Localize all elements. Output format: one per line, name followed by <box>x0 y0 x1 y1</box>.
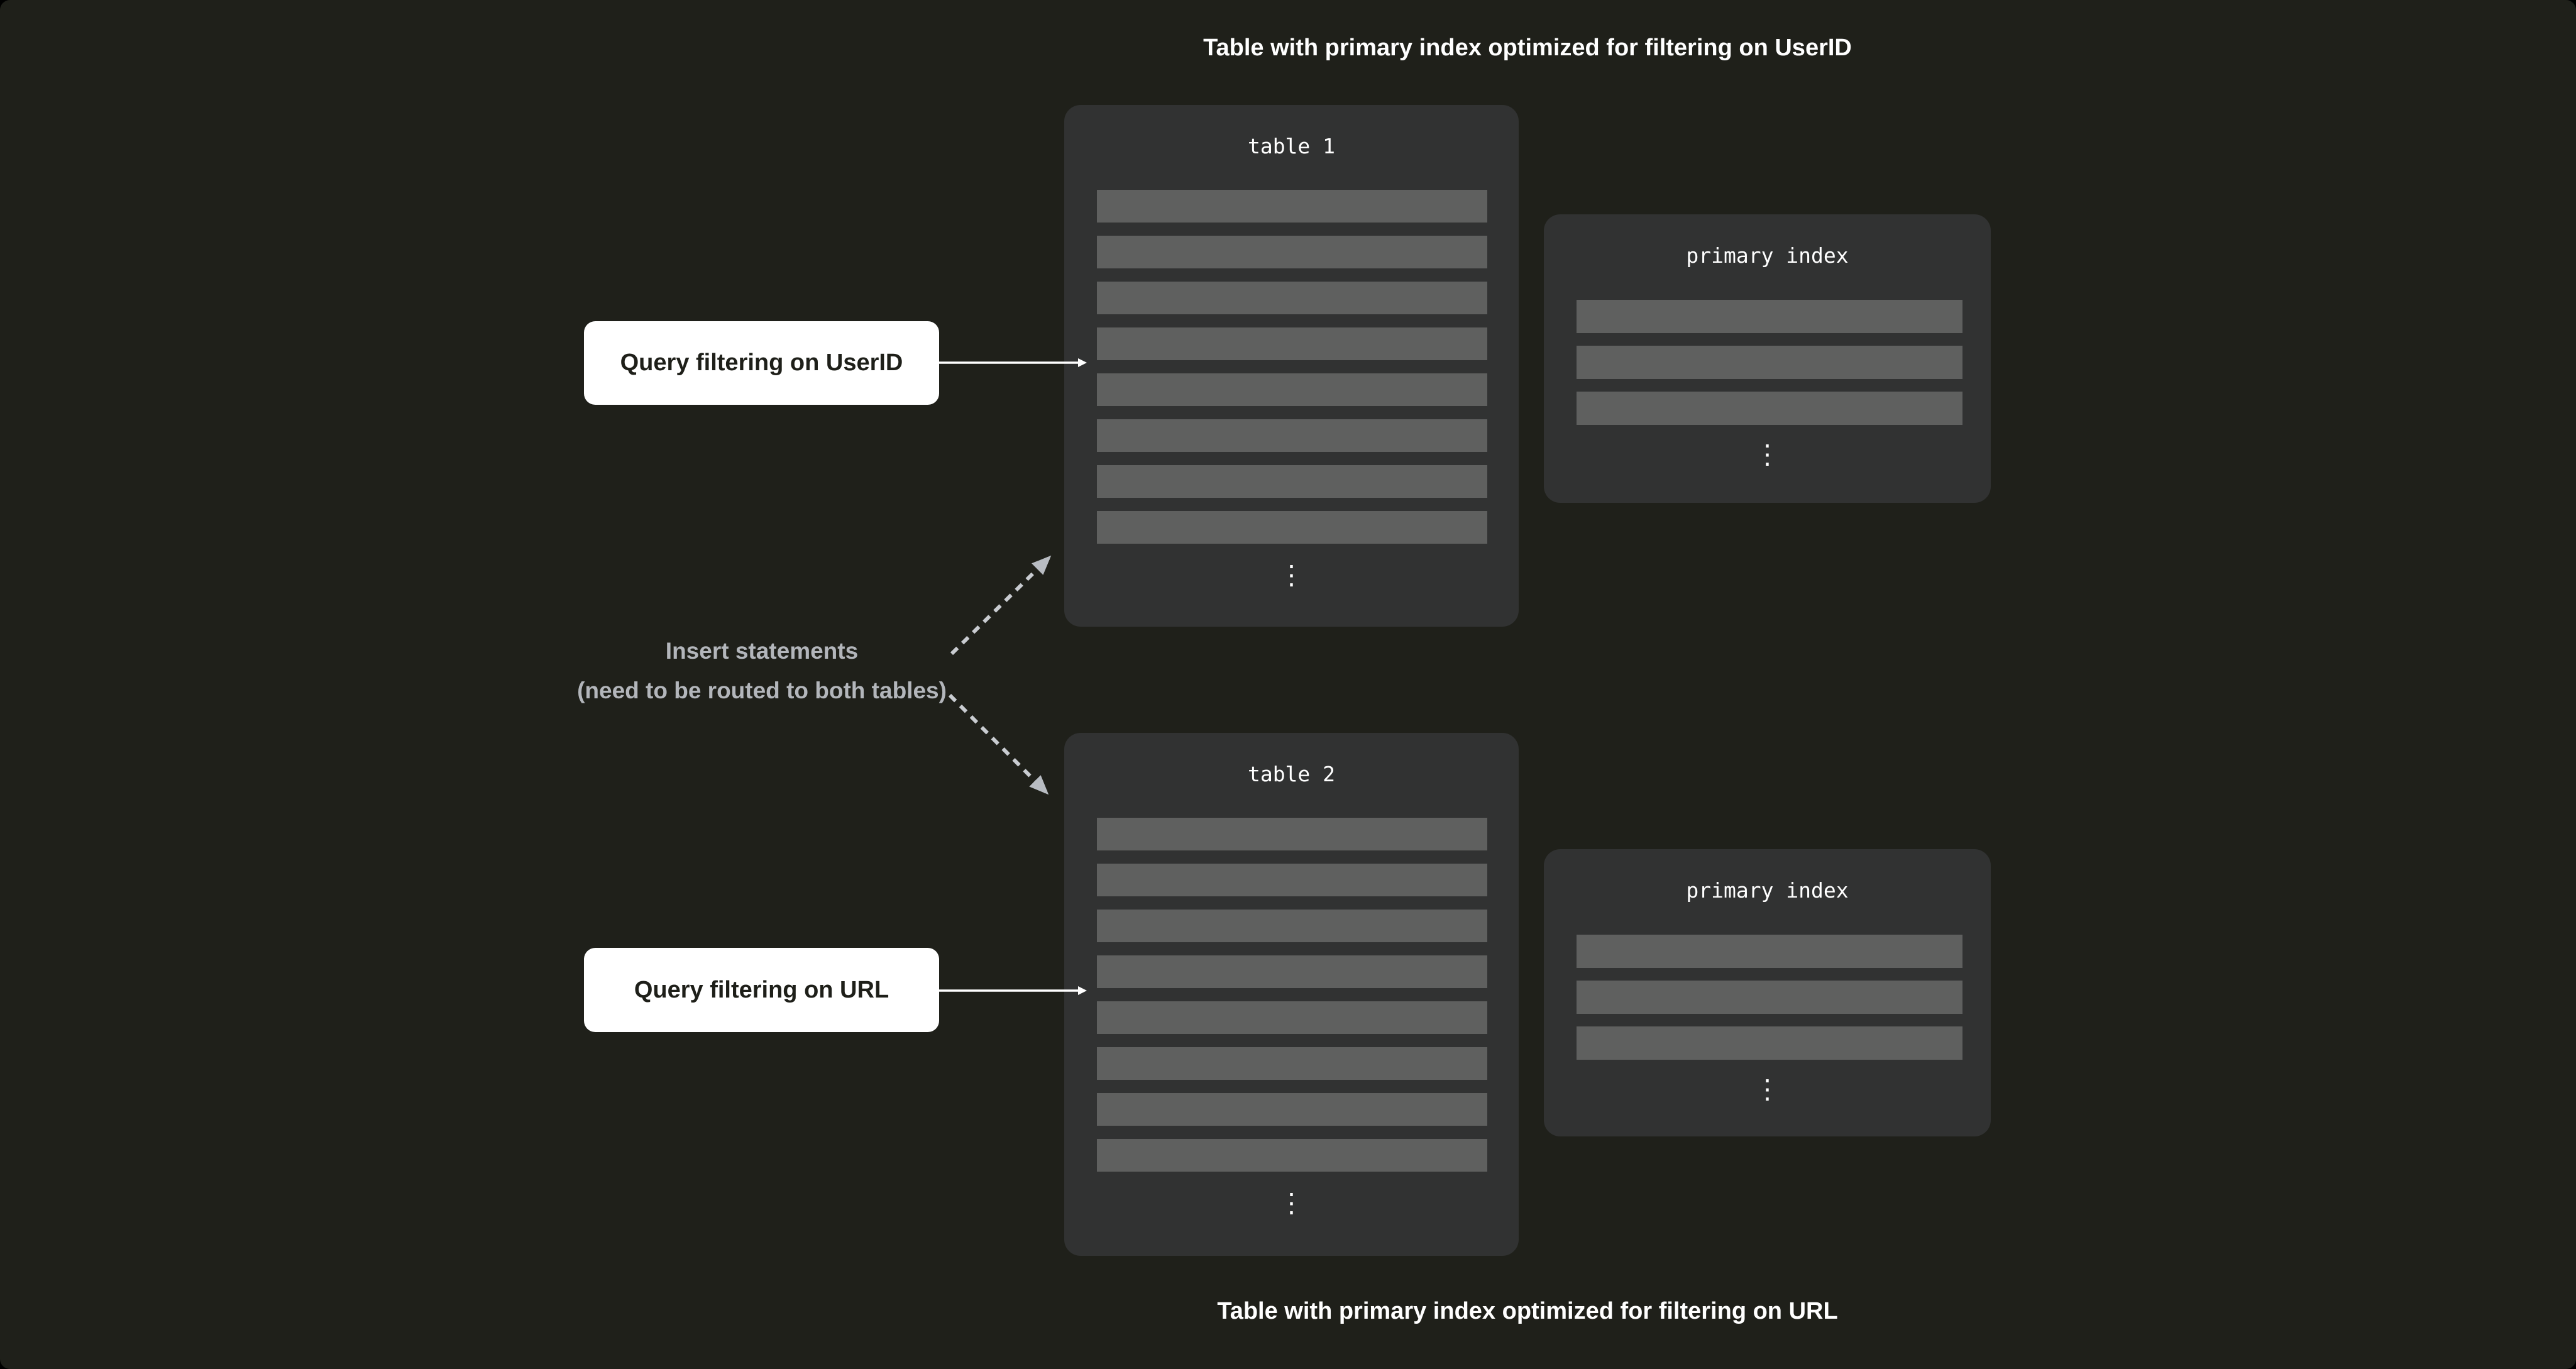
table-1-card-row-placeholder <box>1097 511 1487 544</box>
primary-index-1-card-title: primary index <box>1686 243 1849 268</box>
primary-index-2-card-row-placeholder <box>1577 981 1962 1014</box>
insert-arrow-to-table2-icon <box>948 693 1049 795</box>
table-2-card-more-rows-ellipsis-icon: ⋮ <box>1278 1187 1305 1218</box>
table-1-card-row-placeholder <box>1097 465 1487 498</box>
primary-index-2-card-row-placeholder <box>1577 935 1962 968</box>
query-userid-label: Query filtering on UserID <box>584 321 939 405</box>
table-1-card: table 1 ⋮ <box>1064 105 1519 627</box>
table-2-card-row-placeholder <box>1097 910 1487 942</box>
insert-arrow-to-table1-icon <box>950 555 1052 656</box>
table-1-card-more-rows-ellipsis-icon: ⋮ <box>1278 559 1305 590</box>
primary-index-2-card: primary index ⋮ <box>1544 849 1991 1136</box>
primary-index-1-card-more-rows-ellipsis-icon: ⋮ <box>1754 439 1781 470</box>
table-2-card-row-placeholder <box>1097 1001 1487 1034</box>
table-2-card-row-placeholder <box>1097 1093 1487 1126</box>
table-2-card-row-placeholder <box>1097 1139 1487 1172</box>
primary-index-2-card-more-rows-ellipsis-icon: ⋮ <box>1754 1074 1781 1104</box>
bottom-caption: Table with primary index optimized for f… <box>1217 1298 1838 1324</box>
table-2-card-row-placeholder <box>1097 1047 1487 1080</box>
table-1-card-row-placeholder <box>1097 327 1487 360</box>
primary-index-1-card-row-placeholder <box>1577 392 1962 425</box>
table-2-card-row-placeholder <box>1097 955 1487 988</box>
table-1-card-title: table 1 <box>1247 134 1336 158</box>
primary-index-1-card-row-placeholder <box>1577 300 1962 333</box>
query-userid-arrow-icon <box>939 358 1087 367</box>
table-1-card-row-placeholder <box>1097 190 1487 223</box>
table-2-card-row-placeholder <box>1097 864 1487 896</box>
table-1-card-row-placeholder <box>1097 282 1487 314</box>
query-url-arrow-icon <box>939 986 1087 995</box>
top-caption: Table with primary index optimized for f… <box>1203 35 1852 61</box>
table-1-card-row-placeholder <box>1097 419 1487 452</box>
table-2-card-title: table 2 <box>1247 762 1336 786</box>
table-1-card-row-placeholder <box>1097 236 1487 268</box>
table-1-card-row-placeholder <box>1097 373 1487 406</box>
insert-note: Insert statements (need to be routed to … <box>542 631 982 710</box>
primary-index-2-card-row-placeholder <box>1577 1026 1962 1060</box>
table-2-card-row-placeholder <box>1097 818 1487 850</box>
insert-note-line1: Insert statements <box>665 638 859 664</box>
query-url-label: Query filtering on URL <box>584 948 939 1032</box>
insert-note-line2: (need to be routed to both tables) <box>577 678 947 703</box>
table-2-card: table 2 ⋮ <box>1064 733 1519 1256</box>
primary-index-1-card-row-placeholder <box>1577 346 1962 379</box>
primary-index-2-card-title: primary index <box>1686 878 1849 903</box>
primary-index-1-card: primary index ⋮ <box>1544 214 1991 503</box>
